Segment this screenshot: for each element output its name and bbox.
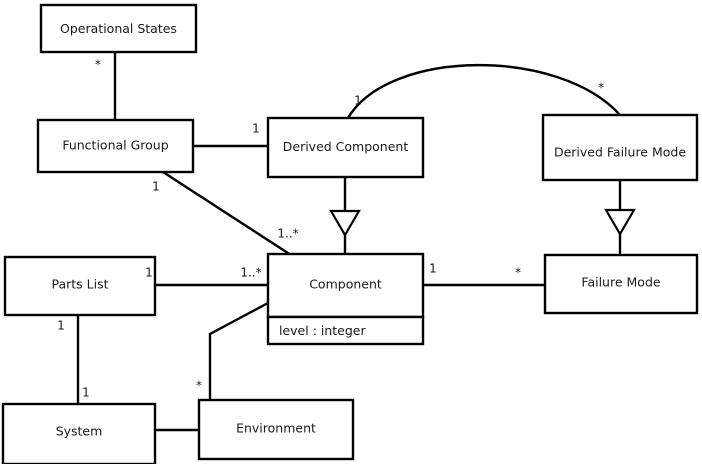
- class-name-parts-list: Parts List: [51, 277, 108, 292]
- multiplicity-operational-states-star: *: [95, 58, 101, 72]
- class-box-parts-list-shape: [3, 255, 157, 317]
- class-box-system-shape: [1, 402, 157, 464]
- class-name-operational-states: Operational States: [60, 21, 177, 36]
- multiplicity-derived-component-left: 1: [252, 122, 260, 136]
- association-environment-component[interactable]: [208, 301, 269, 400]
- class-box-environment-shape: [197, 398, 355, 461]
- class-box-functional-group-shape: [36, 118, 195, 174]
- class-box-derived-component[interactable]: Derived Component: [266, 116, 425, 179]
- multiplicity-component-left: 1..*: [240, 266, 261, 280]
- class-box-derived-failure-mode[interactable]: Derived Failure Mode: [541, 113, 699, 182]
- class-box-failure-mode[interactable]: Failure Mode: [543, 253, 699, 315]
- class-box-derived-component-shape: [266, 116, 425, 179]
- class-name-failure-mode: Failure Mode: [581, 275, 660, 290]
- multiplicity-component-right-one: 1: [429, 262, 437, 276]
- generalization-triangle-derived-failure-mode: [604, 208, 636, 237]
- class-name-component: Component: [309, 277, 382, 292]
- multiplicity-arc-right-star: *: [598, 81, 604, 95]
- class-name-system: System: [56, 424, 103, 439]
- class-box-component[interactable]: Component level : integer: [266, 252, 425, 346]
- multiplicity-failure-mode-star: *: [515, 266, 521, 280]
- association-derived-component-derived-failure-mode[interactable]: [346, 64, 621, 119]
- class-box-operational-states[interactable]: Operational States: [39, 3, 198, 54]
- class-box-failure-mode-shape: [543, 253, 699, 315]
- connections-layer: [76, 52, 636, 432]
- multiplicity-parts-list-right-one: 1: [145, 266, 153, 280]
- multiplicity-parts-list-bottom-one: 1: [57, 319, 65, 333]
- generalization-triangle-derived-component: [329, 209, 361, 238]
- class-name-derived-component: Derived Component: [283, 139, 409, 154]
- multiplicity-labels-layer: * 1 1 1..* 1 * 1 1..* 1 * 1 1 *: [57, 58, 604, 400]
- multiplicity-component-top-left: 1..*: [277, 227, 298, 241]
- multiplicity-system-top-one: 1: [82, 386, 90, 400]
- multiplicity-functional-group-one: 1: [152, 180, 160, 194]
- attribute-compartment-component-shape: [266, 315, 425, 346]
- attribute-component-level: level : integer: [279, 323, 366, 338]
- class-box-system[interactable]: System: [1, 402, 157, 464]
- multiplicity-environment-star: *: [196, 379, 202, 393]
- class-box-operational-states-shape: [39, 3, 198, 54]
- association-functional-group-component[interactable]: [162, 170, 292, 257]
- class-box-derived-failure-mode-shape: [541, 113, 699, 182]
- class-box-environment[interactable]: Environment: [197, 398, 355, 461]
- multiplicity-arc-left-one: 1: [354, 94, 362, 108]
- class-name-functional-group: Functional Group: [62, 138, 168, 153]
- class-box-component-shape: [266, 252, 425, 319]
- class-name-derived-failure-mode: Derived Failure Mode: [554, 145, 686, 160]
- class-box-parts-list[interactable]: Parts List: [3, 255, 157, 317]
- class-name-environment: Environment: [236, 421, 316, 436]
- class-box-functional-group[interactable]: Functional Group: [36, 118, 195, 174]
